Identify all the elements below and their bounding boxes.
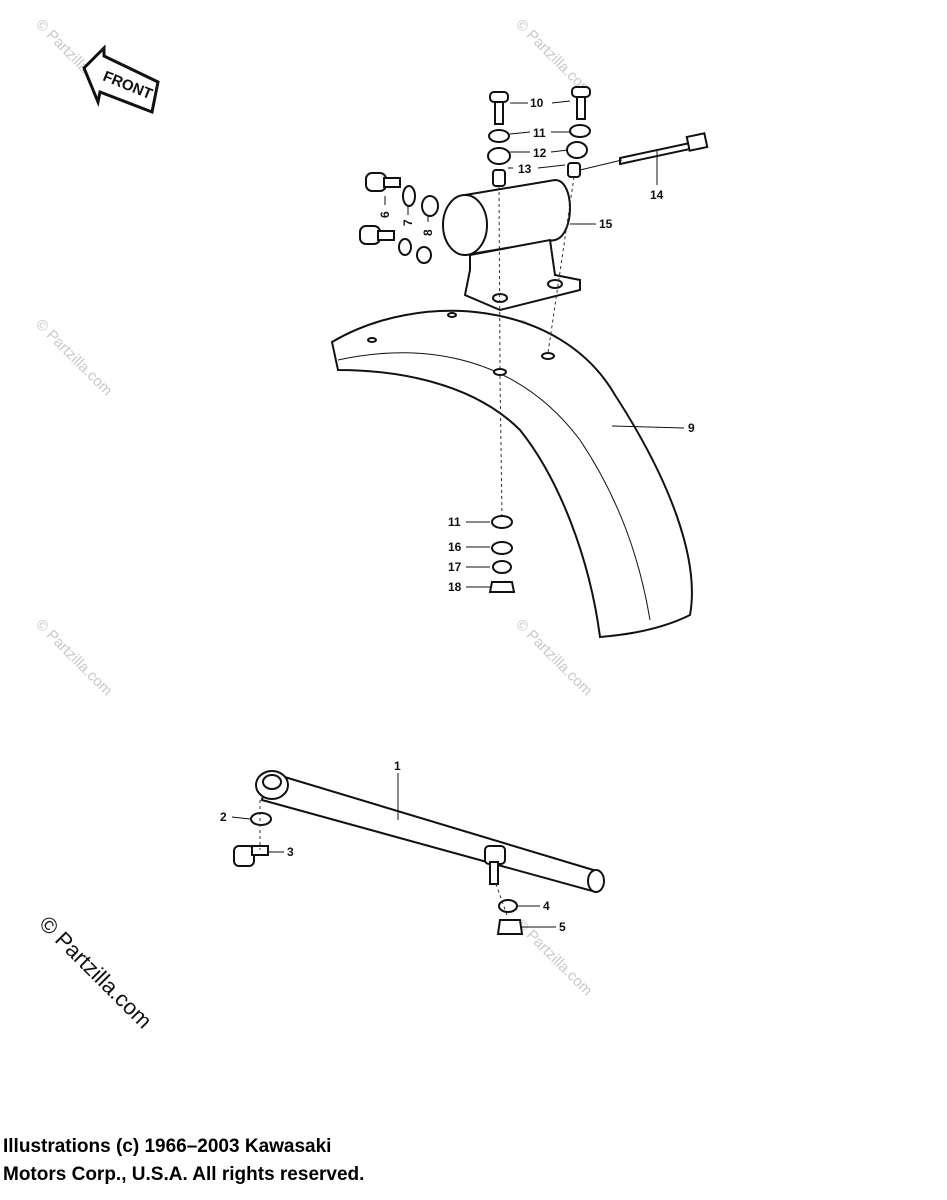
leader-lines: [231, 100, 685, 928]
washer-part-7: [398, 185, 416, 256]
grommet-part-12: [487, 141, 588, 165]
bolt-part-3: [233, 845, 269, 867]
watermark-text: © Partzilla.com: [32, 616, 115, 699]
callout-15: 15: [599, 217, 613, 231]
callout-9: 9: [688, 421, 695, 435]
callout-14: 14: [650, 188, 664, 202]
callout-10: 10: [530, 96, 544, 110]
callout-1: 1: [394, 759, 401, 773]
washer-part-16: [491, 541, 513, 555]
callout-3: 3: [287, 845, 294, 859]
watermark-text: © Partzilla.com: [32, 316, 115, 399]
callout-numbers: 10 11 12 13 14 15 6 7 8 9 11 16 17 18 1 …: [220, 96, 695, 934]
callout-16: 16: [448, 540, 462, 554]
watermark-text-large: © Partzilla.com: [34, 911, 157, 1034]
callout-12: 12: [533, 146, 547, 160]
side-hardware: [359, 172, 439, 264]
front-arrow-icon: FRONT: [82, 44, 160, 115]
callout-8: 8: [421, 229, 435, 236]
washer-part-4: [498, 899, 518, 913]
bolt-part-6: [359, 172, 401, 245]
stay-part-1: [255, 770, 605, 894]
top-hardware: [487, 86, 591, 187]
callout-6: 6: [378, 211, 392, 218]
nut-part-18: [488, 581, 516, 593]
callout-18: 18: [448, 580, 462, 594]
callout-11: 11: [448, 515, 461, 529]
copyright-line-2: Motors Corp., U.S.A. All rights reserved…: [3, 1164, 365, 1185]
callout-7: 7: [401, 219, 415, 226]
fender-hardware: [488, 515, 516, 593]
copyright-line-1: Illustrations (c) 1966–2003 Kawasaki: [3, 1136, 332, 1157]
callout-17: 17: [448, 560, 462, 574]
washer-part-2: [250, 812, 272, 826]
washer-part-11: [488, 124, 591, 143]
watermark-text: © Partzilla.com: [512, 916, 595, 999]
callout-13: 13: [518, 162, 532, 176]
callout-2: 2: [220, 810, 227, 824]
washer-part-11: [491, 515, 513, 529]
callout-5: 5: [559, 920, 566, 934]
fender-part-9: [330, 309, 693, 639]
callout-11: 11: [533, 126, 546, 140]
copyright-notice: Illustrations (c) 1966–2003 Kawasaki Mot…: [3, 1133, 364, 1189]
washer-part-8: [416, 195, 439, 264]
washer-part-17: [492, 560, 512, 574]
watermark-text: © Partzilla.com: [512, 616, 595, 699]
screw-part-10: [489, 86, 591, 125]
bracket-part-15: [442, 178, 581, 312]
callout-4: 4: [543, 899, 550, 913]
nut-part-5: [496, 919, 524, 935]
long-bolt-part-14: [619, 132, 709, 166]
